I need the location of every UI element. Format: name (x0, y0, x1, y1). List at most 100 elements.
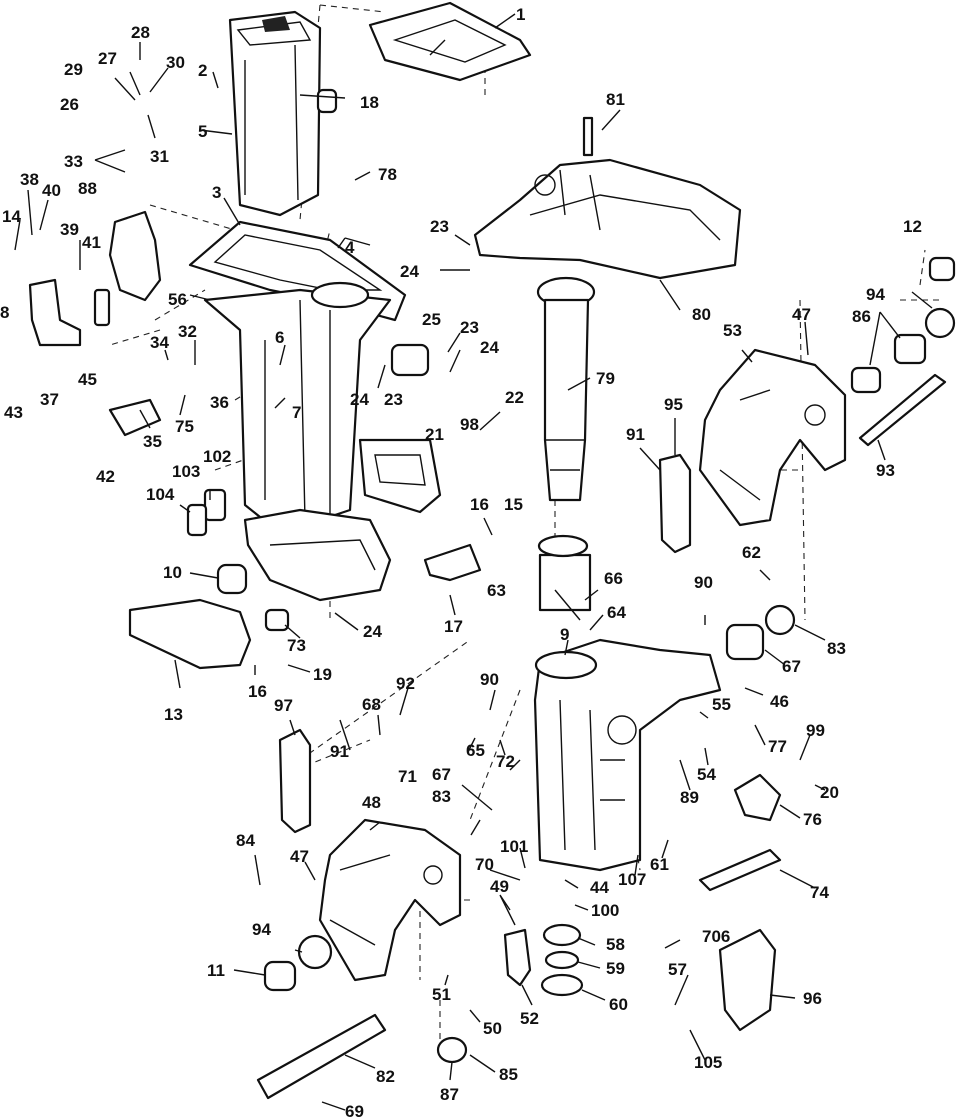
part-67-bushing-right (725, 623, 765, 661)
label-85: 85 (499, 1065, 518, 1084)
label-40: 40 (42, 181, 61, 200)
part-53-bracket (698, 348, 847, 527)
part-102-plate (203, 488, 227, 522)
part-37-bracket (28, 278, 82, 347)
label-86: 86 (852, 307, 871, 326)
label-19: 19 (313, 665, 332, 684)
label-62: 62 (742, 543, 761, 562)
label-93: 93 (876, 461, 895, 480)
part-35-shaft (108, 398, 162, 437)
part-86-bushing-a (850, 366, 882, 394)
part-80-bracket (473, 158, 742, 280)
label-706: 706 (702, 927, 730, 946)
label-107: 107 (618, 870, 646, 889)
label-79: 79 (596, 369, 615, 388)
label-102: 102 (203, 447, 231, 466)
part-86-bushing-b (893, 333, 927, 365)
label-57: 57 (668, 960, 687, 979)
label-33: 33 (64, 152, 83, 171)
part-25-cylinder (390, 343, 430, 377)
label-27: 27 (98, 49, 117, 68)
label-38: 38 (20, 170, 39, 189)
label-24a: 24 (400, 262, 419, 281)
label-48: 48 (362, 793, 381, 812)
label-53: 53 (723, 321, 742, 340)
part-9-swivel-bracket (533, 638, 722, 872)
label-103: 103 (172, 462, 200, 481)
label-87: 87 (440, 1085, 459, 1104)
label-63: 63 (487, 581, 506, 600)
part-12-cap (928, 256, 956, 282)
label-9: 9 (560, 625, 569, 644)
label-54: 54 (697, 765, 716, 784)
label-65: 65 (466, 741, 485, 760)
label-91b: 91 (330, 742, 349, 761)
label-72: 72 (496, 752, 515, 771)
label-28: 28 (131, 23, 150, 42)
label-80: 80 (692, 305, 711, 324)
label-49: 49 (490, 877, 509, 896)
part-73-block (264, 608, 290, 632)
label-23b: 23 (460, 318, 479, 337)
label-75: 75 (175, 417, 194, 436)
label-24d: 24 (363, 622, 382, 641)
part-97-link (278, 728, 312, 834)
part-76-bracket (733, 773, 782, 822)
label-26: 26 (60, 95, 79, 114)
label-97: 97 (274, 696, 293, 715)
label-59: 59 (606, 959, 625, 978)
part-59-ring (544, 950, 580, 970)
part-5-exhaust-tube (228, 10, 322, 217)
part-45-plate (93, 288, 111, 327)
label-13: 13 (164, 705, 183, 724)
label-89: 89 (680, 788, 699, 807)
label-11: 11 (207, 961, 225, 980)
label-3: 3 (212, 183, 221, 202)
label-67b: 67 (432, 765, 451, 784)
label-94b: 94 (252, 920, 271, 939)
part-94-nut-top (924, 307, 956, 339)
part-93-tilt-rod (858, 373, 947, 447)
label-78: 78 (378, 165, 397, 184)
label-98: 98 (460, 415, 479, 434)
label-92: 92 (396, 674, 415, 693)
label-17: 17 (444, 617, 463, 636)
label-42: 42 (96, 467, 115, 486)
label-47a: 47 (792, 305, 811, 324)
label-14: 14 (2, 207, 21, 226)
label-84: 84 (236, 831, 255, 850)
part-13-cover (128, 598, 252, 670)
part-81-bolt (582, 116, 594, 157)
label-31: 31 (150, 147, 169, 166)
label-2: 2 (198, 61, 207, 80)
label-101: 101 (500, 837, 528, 856)
label-16a: 16 (470, 495, 489, 514)
label-20: 20 (820, 783, 839, 802)
label-66: 66 (604, 569, 623, 588)
part-10-plug (216, 563, 248, 595)
label-12: 12 (903, 217, 922, 236)
part-60-ring (540, 973, 584, 997)
label-5: 5 (198, 122, 207, 141)
label-56: 56 (168, 290, 187, 309)
label-41: 41 (82, 233, 101, 252)
label-76: 76 (803, 810, 822, 829)
label-6: 6 (275, 328, 284, 347)
label-37: 37 (40, 390, 59, 409)
part-48-bracket (318, 818, 462, 982)
part-82-plate (256, 1013, 387, 1100)
label-18: 18 (360, 93, 379, 112)
label-25: 25 (422, 310, 441, 329)
label-16b: 16 (248, 682, 267, 701)
label-100: 100 (591, 901, 619, 920)
part-11-cap (263, 960, 297, 992)
label-71: 71 (398, 767, 417, 786)
label-61: 61 (650, 855, 669, 874)
part-94-nut-lower (297, 934, 333, 970)
part-96-bracket (718, 928, 777, 1032)
label-94a: 94 (866, 285, 885, 304)
label-34: 34 (150, 333, 169, 352)
label-64: 64 (607, 603, 626, 622)
label-91a: 91 (626, 425, 645, 444)
part-74-bracket (698, 848, 782, 892)
